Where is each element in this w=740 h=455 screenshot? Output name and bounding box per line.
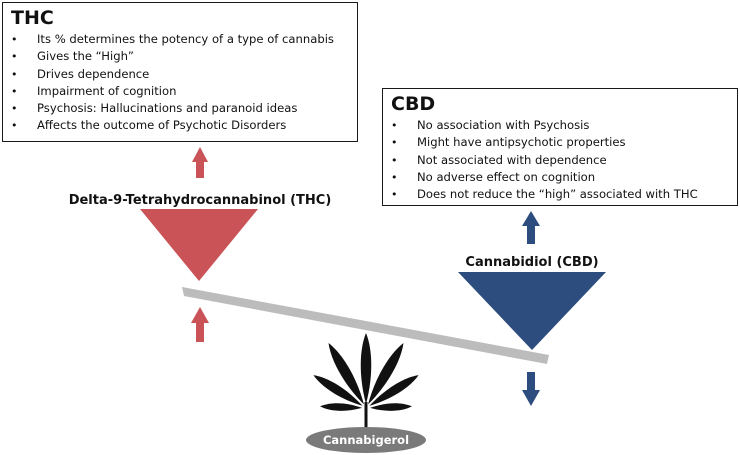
cbd-up-arrow-icon [522,211,540,244]
bullet-icon: • [391,170,398,184]
list-item: • No adverse effect on cognition [391,169,729,186]
list-item-text: No adverse effect on cognition [417,169,596,184]
list-item: • Psychosis: Hallucinations and paranoid … [11,100,349,117]
thc-info-box: THC • Its % determines the potency of a t… [2,2,358,142]
bullet-icon: • [11,33,18,46]
bullet-icon: • [391,188,398,202]
cbd-label: Cannabidiol (CBD) [465,255,598,270]
list-item-text: Affects the outcome of Psychotic Disorde… [37,118,287,133]
list-item: • No association with Psychosis [391,117,729,134]
cbd-bullet-list: • No association with Psychosis • Might ha… [391,117,729,203]
list-item: • Impairment of cognition [11,83,349,100]
thc-up-arrow-top-icon [192,147,208,178]
bullet-icon: • [391,136,398,150]
list-item: • Affects the outcome of Psychotic Disord… [11,117,349,134]
thc-bullet-list: • Its % determines the potency of a type … [11,31,349,135]
list-item-text: Its % determines the potency of a type o… [37,32,334,46]
thc-label: Delta-9-Tetrahydrocannabinol (THC) [69,193,332,208]
list-item-text: Does not reduce the “high” associated wi… [417,187,698,202]
list-item-text: No association with Psychosis [417,118,590,132]
list-item: • Drives dependence [11,66,349,83]
balance-beam [182,287,549,364]
list-item-text: Gives the “High” [37,49,134,64]
bullet-icon: • [11,119,18,133]
list-item-text: Not associated with dependence [417,152,607,167]
bullet-icon: • [391,119,398,132]
thc-up-arrow-bottom-icon [191,307,209,342]
cbd-down-arrow-icon [522,372,540,406]
cbd-box-title: CBD [391,93,436,115]
bullet-icon: • [11,102,18,116]
list-item-text: Might have antipsychotic properties [417,135,626,150]
thc-triangle-icon [140,209,258,281]
bullet-icon: • [11,50,18,64]
bullet-icon: • [391,153,398,167]
list-item-text: Impairment of cognition [37,83,177,98]
cbd-info-box: CBD • No association with Psychosis • Migh… [382,88,738,206]
list-item: • Its % determines the potency of a type … [11,31,349,48]
list-item-text: Psychosis: Hallucinations and paranoid i… [37,101,298,116]
cbd-triangle-icon [458,272,606,350]
base-ellipse [306,427,426,453]
list-item: • Not associated with dependence [391,152,729,169]
list-item: • Might have antipsychotic properties [391,134,729,151]
list-item: • Does not reduce the “high” associated w… [391,186,729,203]
bullet-icon: • [11,84,18,98]
thc-box-title: THC [11,7,54,29]
cannabis-leaf-icon [313,333,419,438]
list-item: • Gives the “High” [11,48,349,65]
list-item-text: Drives dependence [37,66,150,81]
bullet-icon: • [11,67,18,81]
base-label: Cannabigerol [323,433,409,447]
